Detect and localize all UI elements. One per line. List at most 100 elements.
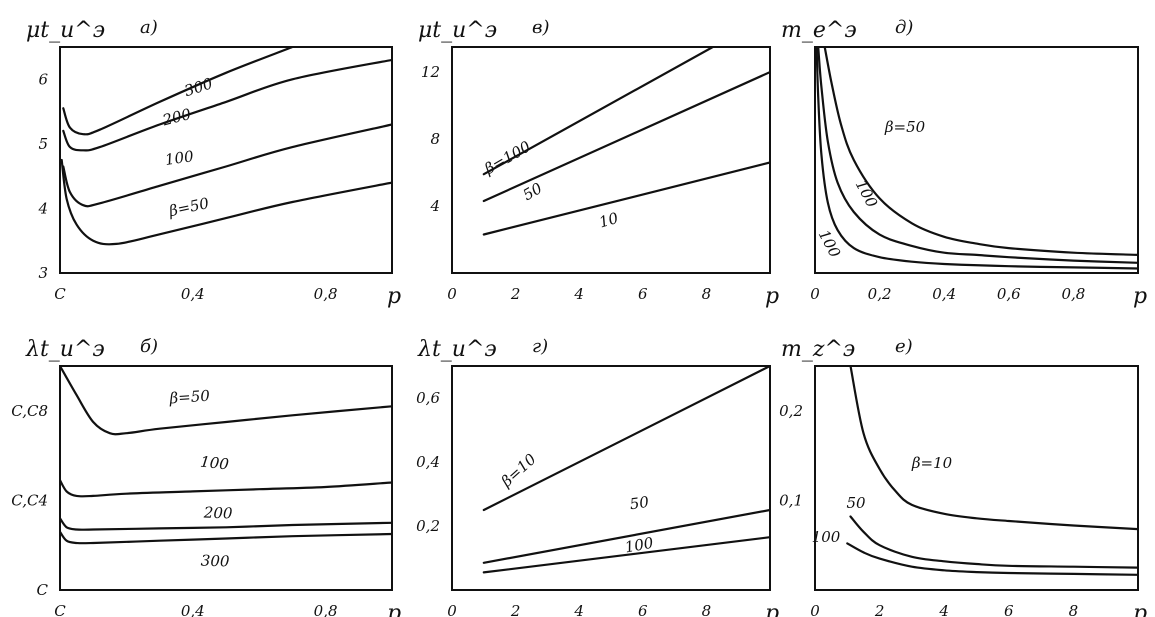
series-line — [849, 515, 1138, 569]
panel-letter: д) — [895, 17, 913, 38]
y-axis-label: μt_u^э — [26, 18, 105, 43]
panel-letter: в) — [532, 17, 550, 38]
y-tick-label: 0,2 — [416, 517, 440, 535]
x-axis-label: p — [387, 284, 401, 309]
x-tick-label: 8 — [702, 602, 712, 617]
x-axis-label: p — [387, 601, 401, 617]
series-label: β=50 — [166, 194, 211, 220]
series-line — [815, 47, 1138, 270]
panel-letter: г) — [532, 336, 548, 357]
series-line — [823, 47, 1138, 256]
series-line — [62, 58, 392, 152]
x-tick-label: 4 — [573, 602, 584, 617]
x-tick-label: 0,6 — [997, 285, 1021, 303]
x-tick-label: 0,4 — [932, 285, 956, 303]
series-line — [60, 479, 392, 498]
plot-frame — [451, 365, 771, 591]
series-label: 50 — [846, 494, 866, 512]
y-axis-label: λt_u^э — [25, 337, 105, 362]
x-tick-label: 0 — [447, 602, 457, 617]
x-tick-label: 4 — [938, 602, 949, 617]
y-tick-label: 3 — [38, 264, 48, 282]
x-tick-label: 0,8 — [1061, 285, 1085, 303]
y-tick-label: 4 — [37, 199, 48, 217]
y-tick-label: C,C8 — [11, 402, 48, 420]
series-label: β=100 — [481, 137, 534, 178]
x-tick-label: C — [54, 602, 66, 617]
x-axis-label: p — [765, 284, 779, 309]
x-tick-label: 0,4 — [181, 602, 205, 617]
series-line — [60, 158, 392, 246]
x-tick-label: C — [54, 285, 66, 303]
y-axis-label: λt_u^э — [417, 337, 497, 362]
series-line — [62, 123, 392, 208]
x-tick-label: 2 — [874, 602, 885, 617]
series-label: 100 — [852, 177, 882, 211]
x-tick-label: 8 — [702, 285, 712, 303]
x-tick-label: 0 — [810, 602, 820, 617]
x-axis-label: p — [1133, 601, 1147, 617]
y-tick-label: 6 — [38, 70, 48, 88]
y-tick-label: C — [37, 581, 49, 599]
x-tick-label: 0,8 — [314, 285, 338, 303]
y-axis-label: m_e^э — [781, 18, 857, 43]
y-tick-label: C,C4 — [11, 491, 48, 509]
x-axis-label: p — [1133, 284, 1147, 309]
x-tick-label: 2 — [510, 602, 521, 617]
series-label: 100 — [199, 453, 230, 474]
series-line — [482, 508, 770, 564]
series-line — [62, 47, 296, 136]
series-label: 100 — [164, 147, 195, 169]
series-label: 300 — [182, 74, 215, 100]
y-tick-label: 0,2 — [779, 402, 803, 420]
x-tick-label: 4 — [573, 285, 584, 303]
x-tick-label: 0,2 — [868, 285, 892, 303]
panel-letter: e) — [895, 336, 913, 357]
y-tick-label: 0,6 — [416, 389, 440, 407]
series-line — [482, 161, 770, 236]
x-tick-label: 0,4 — [181, 285, 205, 303]
y-axis-label: μt_u^э — [418, 18, 497, 43]
x-tick-label: 0,8 — [314, 602, 338, 617]
series-line — [482, 71, 770, 203]
series-label: 300 — [201, 552, 231, 571]
y-tick-label: 4 — [429, 197, 440, 215]
plot-frame — [451, 46, 771, 274]
x-tick-label: 0 — [810, 285, 820, 303]
x-axis-label: p — [765, 601, 779, 617]
series-line — [849, 366, 1138, 531]
y-tick-label: 12 — [421, 63, 440, 81]
y-tick-label: 0,1 — [779, 491, 803, 509]
plot-frame — [59, 365, 393, 591]
plot-frame — [814, 365, 1139, 591]
x-tick-label: 6 — [638, 285, 648, 303]
series-line — [60, 530, 392, 545]
series-line — [482, 47, 714, 176]
series-label: β=50 — [168, 387, 211, 408]
series-line — [482, 366, 770, 512]
x-tick-label: 6 — [1004, 602, 1014, 617]
series-line — [846, 542, 1138, 576]
panel-letter: б) — [140, 336, 158, 357]
panel-letter: a) — [140, 17, 158, 38]
series-label: 200 — [160, 105, 194, 130]
series-label: 200 — [203, 503, 234, 522]
x-tick-label: 2 — [510, 285, 521, 303]
series-label: β=50 — [884, 118, 926, 136]
series-line — [60, 517, 392, 531]
x-tick-label: 8 — [1069, 602, 1079, 617]
panel-bv: λt_u^э б) C 0,4 0,8 p C C,C4 C,C8 β=50 100 200 300 — [11, 336, 401, 617]
series-label: 10 — [597, 209, 621, 232]
plot-frame — [814, 46, 1139, 274]
series-label: 50 — [629, 493, 651, 514]
y-tick-label: 0,4 — [416, 453, 440, 471]
series-line — [60, 366, 392, 436]
x-tick-label: 6 — [638, 602, 648, 617]
series-label: 100 — [623, 534, 655, 557]
y-tick-label: 8 — [430, 130, 440, 148]
